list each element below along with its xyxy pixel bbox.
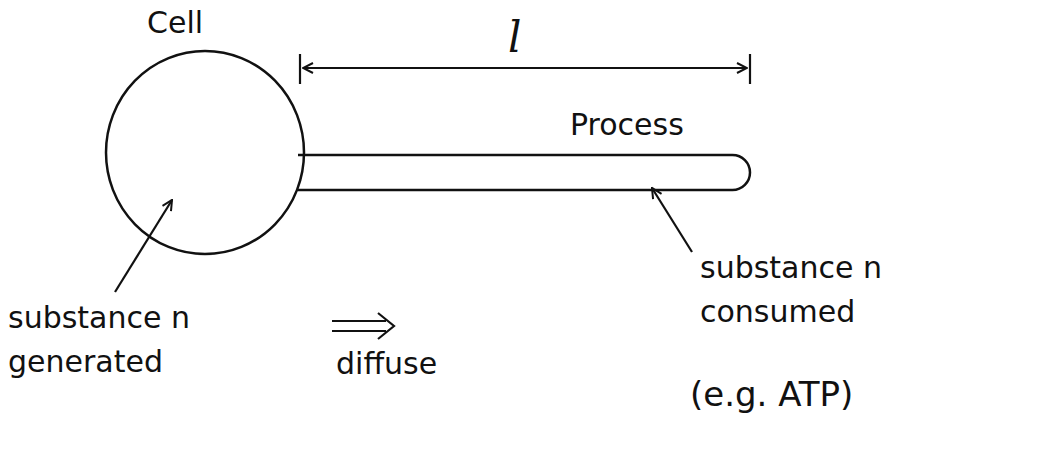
cell-body: Cell: [105, 50, 305, 255]
length-dimension: [300, 54, 750, 84]
annotation: substance n generated: [8, 296, 258, 383]
node-label: Cell: [147, 5, 203, 41]
diffuse-arrow: [332, 313, 394, 339]
annotation: diffuse: [336, 342, 437, 386]
cell-process: Process: [298, 155, 750, 190]
node-label: Process: [570, 107, 684, 143]
consumed-pointer: [652, 188, 692, 252]
length-symbol: l: [508, 8, 521, 69]
annotation: substance n consumed: [700, 246, 930, 333]
annotation: (e.g. ATP): [690, 370, 853, 419]
node-outline: [298, 155, 750, 190]
node-outline: [105, 50, 305, 255]
